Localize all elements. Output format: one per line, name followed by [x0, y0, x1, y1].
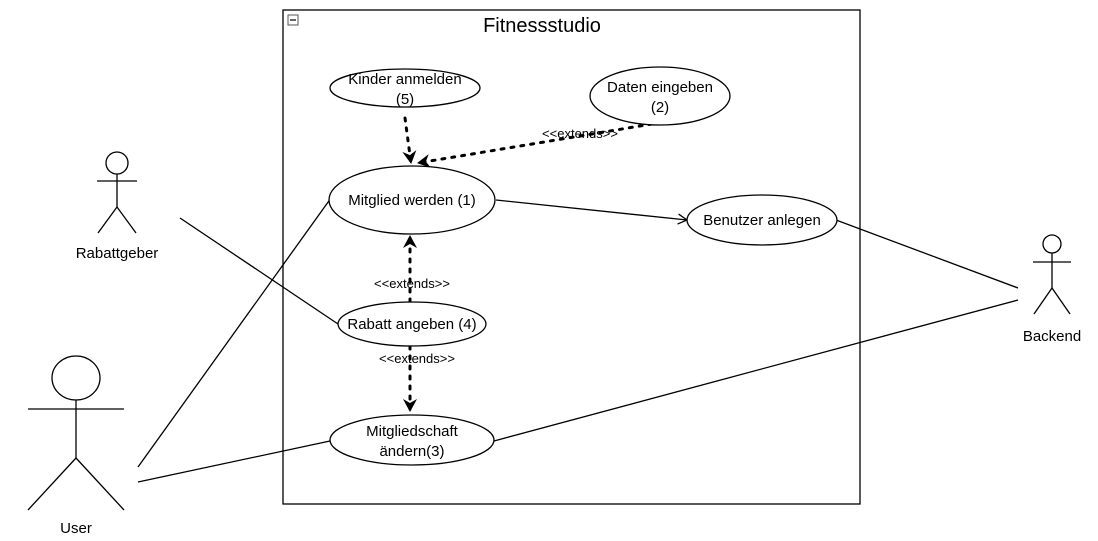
use-case-label: (2): [651, 99, 669, 116]
associations: [137, 197, 1019, 483]
actor-label: User: [60, 520, 92, 537]
use-case-label: Kinder anmelden: [348, 71, 461, 88]
stick-figure-icon: [97, 151, 137, 234]
assoc-backend-benutzer: [835, 219, 1019, 289]
extends-kinder-mitglied: [402, 116, 417, 165]
use-case-benutzer-anlegen[interactable]: Benutzer anlegen: [686, 194, 838, 246]
system-title: Fitnessstudio: [483, 15, 601, 37]
collapse-icon[interactable]: [287, 14, 299, 26]
use-case-mitglied-werden[interactable]: Mitglied werden (1): [328, 165, 496, 235]
use-case-label: ändern(3): [379, 443, 444, 460]
actor-rabattgeber[interactable]: Rabattgeber: [76, 151, 159, 262]
use-case-label: Rabatt angeben (4): [347, 316, 476, 333]
use-case-daten-eingeben[interactable]: Daten eingeben (2): [589, 66, 731, 126]
actor-label: Rabattgeber: [76, 245, 159, 262]
stick-figure-icon: [1033, 234, 1071, 315]
extends-label-rabatt-lower: <<extends>>: [379, 351, 455, 366]
use-case-label: Mitglied werden (1): [348, 192, 476, 209]
stick-figure-icon: [27, 355, 125, 511]
extends-label-daten: <<extends>>: [542, 126, 618, 141]
actor-label: Backend: [1023, 328, 1081, 345]
assoc-user-mitglied: [137, 197, 332, 468]
extends-relations: <<extends>> <<extends>> <<extends>>: [374, 116, 654, 413]
use-case-label: Benutzer anlegen: [703, 212, 821, 229]
assoc-rabattgeber-rabatt: [179, 217, 339, 325]
use-case-label: Daten eingeben: [607, 79, 713, 96]
assoc-backend-mitgliedschaft: [493, 299, 1019, 442]
use-case-label: (5): [396, 91, 414, 108]
actor-user[interactable]: User: [27, 355, 125, 537]
use-case-kinder-anmelden[interactable]: Kinder anmelden (5): [329, 68, 481, 108]
extends-daten-mitglied: [416, 122, 654, 168]
use-case-rabatt-angeben[interactable]: Rabatt angeben (4): [337, 301, 487, 347]
assoc-mitglied-benutzer: [495, 199, 689, 225]
actor-backend[interactable]: Backend: [1023, 234, 1081, 345]
assoc-user-mitgliedschaft: [137, 440, 331, 483]
use-case-label: Mitgliedschaft: [366, 423, 459, 440]
use-case-mitgliedschaft-aendern[interactable]: Mitgliedschaft ändern(3): [329, 414, 495, 466]
extends-label-rabatt-upper: <<extends>>: [374, 276, 450, 291]
